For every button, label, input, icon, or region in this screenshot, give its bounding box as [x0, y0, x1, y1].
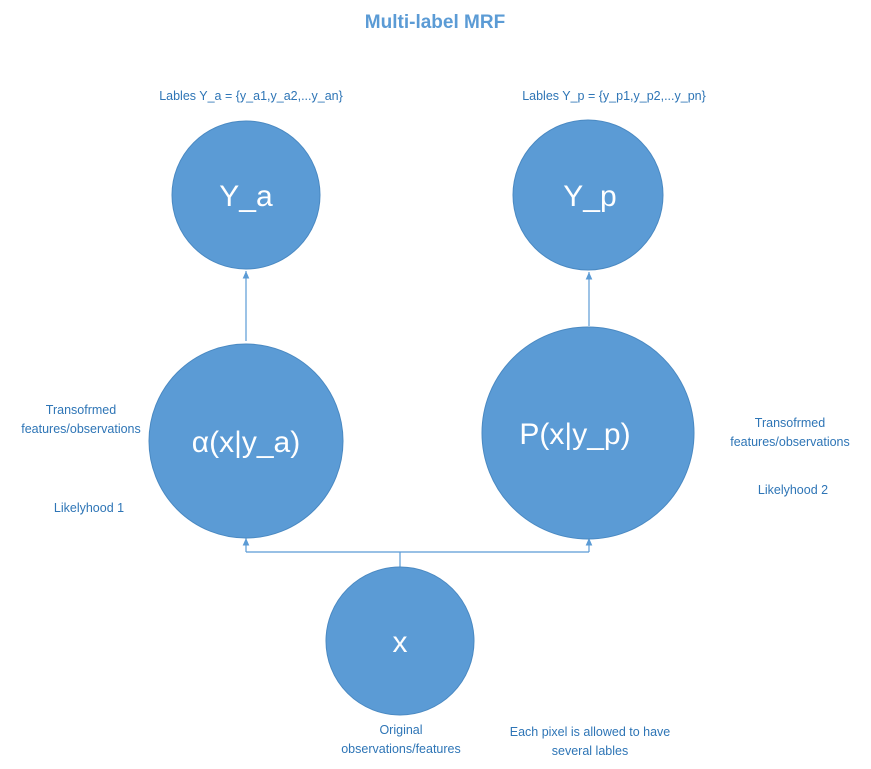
transformed-right-line2: features/observations [730, 435, 850, 449]
node-x-circle [325, 566, 475, 716]
edges [242, 271, 593, 568]
node-alpha-circle [148, 343, 344, 539]
transformed-right-line1: Transofrmed [755, 416, 825, 430]
node-alpha: α(x|y_a) [148, 343, 344, 539]
original-line2: observations/features [341, 742, 461, 756]
node-ya-circle [171, 120, 321, 270]
node-pxp-label: P(x|y_p) [519, 418, 630, 451]
each-pixel-line1: Each pixel is allowed to have [510, 725, 671, 739]
node-yp-label: Y_p [563, 180, 616, 213]
node-yp: Y_p [512, 119, 664, 271]
node-ya: Y_a [171, 120, 321, 270]
likelihood1-annotation: Likelyhood 1 [54, 501, 124, 515]
node-x: x [325, 566, 475, 716]
node-x-label: x [393, 626, 408, 659]
labels-yp-annotation: Lables Y_p = {y_p1,y_p2,...y_pn} [522, 89, 706, 103]
likelihood2-annotation: Likelyhood 2 [758, 483, 828, 497]
node-ya-label: Y_a [219, 180, 273, 213]
each-pixel-line2: several lables [552, 744, 628, 758]
original-line1: Original [379, 723, 422, 737]
node-alpha-label: α(x|y_a) [192, 426, 301, 459]
node-pxp-circle [481, 326, 695, 540]
labels-ya-annotation: Lables Y_a = {y_a1,y_a2,...y_an} [159, 89, 343, 103]
node-pxp: P(x|y_p) [481, 326, 695, 540]
diagram-title: Multi-label MRF [365, 12, 505, 33]
transformed-left-line2: features/observations [21, 422, 141, 436]
node-yp-circle [512, 119, 664, 271]
transformed-left-line1: Transofrmed [46, 403, 116, 417]
